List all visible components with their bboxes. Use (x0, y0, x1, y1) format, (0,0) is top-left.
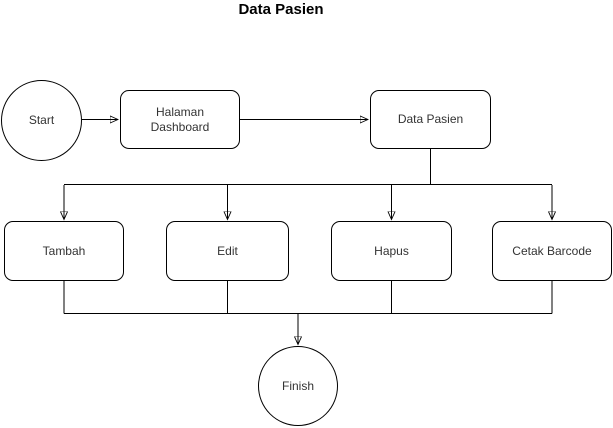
node-edit: Edit (166, 221, 289, 281)
node-hapus: Hapus (331, 221, 452, 281)
node-cetak-barcode: Cetak Barcode (492, 221, 612, 281)
node-data-pasien-label: Data Pasien (397, 112, 464, 127)
node-halaman-dashboard: Halaman Dashboard (120, 90, 240, 149)
node-halaman-dashboard-label: Halaman Dashboard (150, 105, 210, 134)
node-tambah: Tambah (4, 221, 124, 281)
node-edit-label: Edit (217, 243, 238, 258)
node-tambah-label: Tambah (42, 243, 86, 258)
node-finish-label: Finish (281, 378, 314, 393)
node-data-pasien: Data Pasien (370, 90, 491, 149)
node-start-label: Start (28, 113, 55, 128)
diagram-title: Data Pasien (238, 1, 324, 18)
node-finish: Finish (258, 346, 338, 426)
node-start: Start (1, 80, 82, 161)
node-hapus-label: Hapus (374, 243, 409, 258)
node-cetak-barcode-label: Cetak Barcode (512, 243, 592, 258)
